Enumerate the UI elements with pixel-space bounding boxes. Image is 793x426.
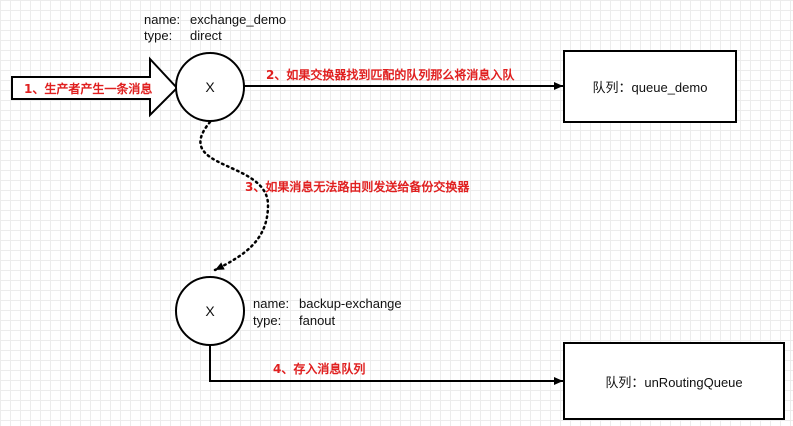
exchange-demo-name-value: exchange_demo: [190, 12, 286, 27]
queue-demo-label: 队列：queue_demo: [593, 80, 708, 95]
step2-label: 2、如果交换器找到匹配的队列那么将消息入队: [266, 67, 515, 82]
step4-label: 4、存入消息队列: [273, 361, 365, 376]
producer-block-arrow: [11, 56, 179, 118]
backup-exchange-symbol: X: [205, 303, 215, 319]
exchange-demo-type-label: type:: [144, 28, 172, 43]
backup-exchange-type-value: fanout: [299, 313, 336, 328]
backup-exchange-name-label: name:: [253, 296, 289, 311]
backup-exchange-type-label: type:: [253, 313, 281, 328]
step3-label: 3、如果消息无法路由则发送给备份交换器: [245, 179, 470, 194]
route-arrow-to-unrouting-queue: [209, 345, 563, 385]
queue-demo-box[interactable]: [563, 50, 737, 123]
exchange-demo-symbol: X: [205, 79, 215, 95]
step1-label: 1、生产者产生一条消息: [24, 81, 152, 96]
unrouting-queue-label: 队列：unRoutingQueue: [605, 375, 742, 390]
unrouting-queue-box[interactable]: [563, 342, 785, 420]
exchange-demo-name-label: name:: [144, 12, 180, 27]
unroutable-dotted-arrow: [199, 120, 270, 272]
backup-exchange-name-value: backup-exchange: [299, 296, 402, 311]
exchange-demo-type-value: direct: [190, 28, 222, 43]
